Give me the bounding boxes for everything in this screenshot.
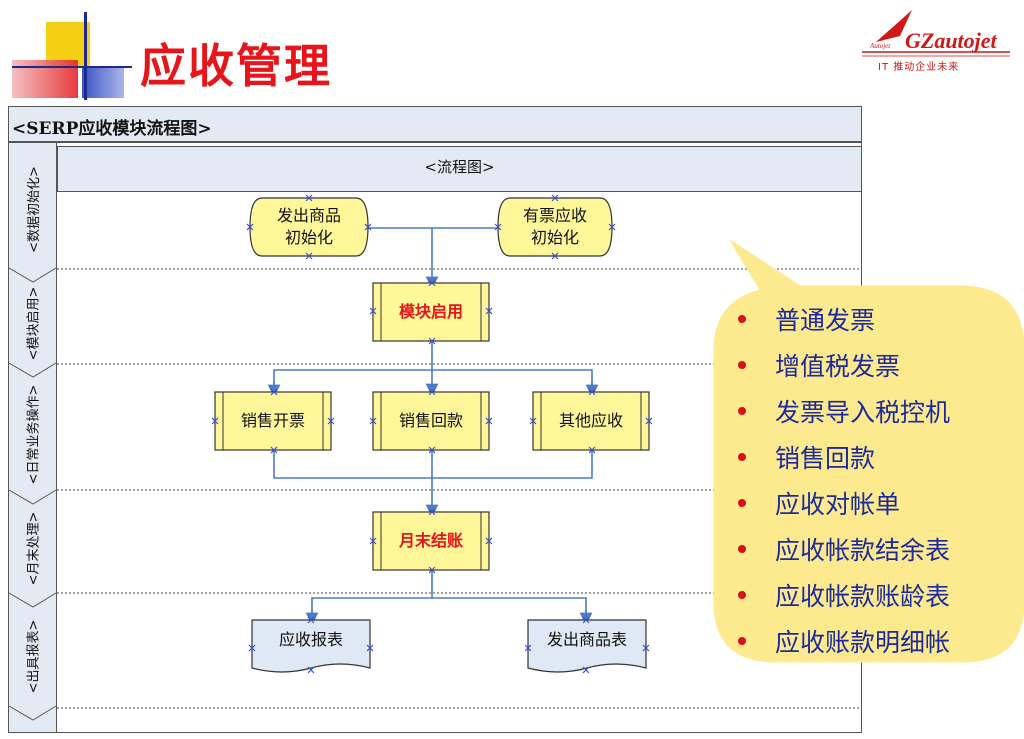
callout-list: 普通发票 增值税发票 发票导入税控机 销售回款 应收对帐单 应收帐款结余表 应收… [738,296,950,664]
bullet-icon [738,315,746,323]
list-item: 普通发票 [738,296,950,342]
logo [862,10,1010,57]
decor-line-vertical [84,12,87,100]
list-item: 应收帐款账龄表 [738,572,950,618]
logo-brand: GZautojet [905,28,997,53]
list-item: 应收对帐单 [738,480,950,526]
page-title: 应收管理 [140,39,332,93]
node-sales-invoice: 销售开票 [240,411,305,431]
bullet-icon [738,637,746,645]
list-item: 销售回款 [738,434,950,480]
logo-small-text: Autojet [870,42,891,50]
diagram-title-bar [8,106,862,142]
bullet-icon [738,591,746,599]
callout-bubble [713,239,1024,663]
list-item: 应收账款明细帐 [738,618,950,664]
decor-square-yellow [46,22,90,66]
node-init-goods: 发出商品 初始化 [276,206,341,247]
bullet-icon [738,499,746,507]
decor-square-blue [82,68,124,98]
node-module-enable: 模块启用 [398,302,463,322]
node-other-receivable: 其他应收 [558,411,623,431]
node-month-end: 月末结账 [398,531,463,551]
diagram-title: <SERP应收模块流程图> [12,119,212,139]
bullet-icon [738,361,746,369]
list-item: 增值税发票 [738,342,950,388]
node-ar-report: 应收报表 [278,630,343,650]
logo-tagline: IT 推动企业未来 [878,62,960,73]
bullet-icon [738,453,746,461]
node-sales-receipt: 销售回款 [398,411,463,431]
decor-line-horizontal [12,66,132,68]
bullet-icon [738,545,746,553]
node-init-ar: 有票应收 初始化 [522,206,587,247]
bullet-icon [738,407,746,415]
node-goods-report: 发出商品表 [546,630,627,650]
list-item: 应收帐款结余表 [738,526,950,572]
lane-header-bar [57,146,862,192]
lane-header-label: <流程图> [424,158,495,176]
list-item: 发票导入税控机 [738,388,950,434]
